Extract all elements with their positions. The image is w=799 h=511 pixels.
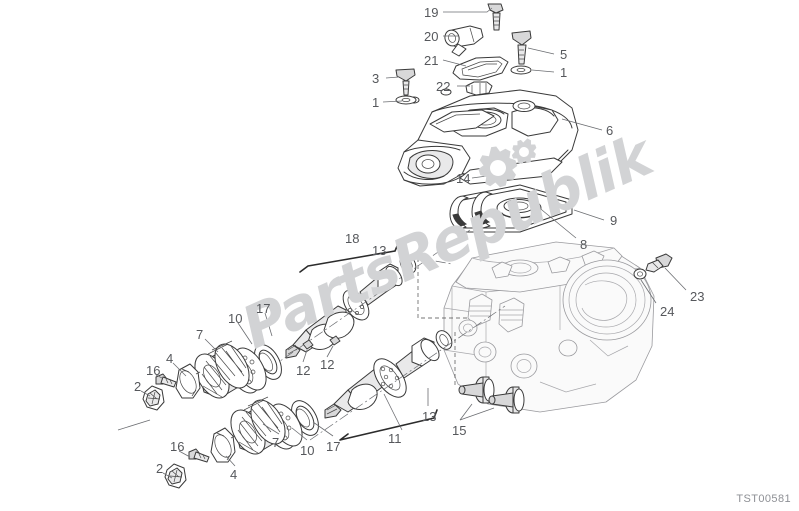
callout-number[interactable]: 13 [422, 409, 437, 424]
cam-retainer-frame-part-9 [449, 184, 573, 233]
callout-number[interactable]: 13 [372, 243, 387, 258]
sensor-part-23 [645, 253, 673, 273]
camshaft-lower-part-11 [309, 305, 506, 441]
callout-number[interactable]: 17 [326, 439, 341, 454]
diagram-id-code: TST00581 [736, 493, 791, 505]
sensor-part-20 [444, 25, 484, 57]
callout-number[interactable]: 24 [660, 304, 675, 319]
callout-number[interactable]: 8 [580, 237, 588, 252]
cylinder-head-body [443, 241, 655, 413]
nut-part-2-lower [164, 463, 187, 489]
callout-number[interactable]: 1 [372, 95, 380, 110]
callout-number[interactable]: 6 [606, 123, 614, 138]
bolt-part-19 [487, 3, 504, 31]
callout-number[interactable]: 17 [256, 301, 271, 316]
flange-part-4-lower [210, 427, 236, 463]
callout-number[interactable]: 20 [424, 29, 439, 44]
callout-number[interactable]: 10 [228, 311, 243, 326]
callout-number[interactable]: 1 [560, 65, 568, 80]
timing-pulley-part-7-lower [230, 396, 286, 455]
callout-number[interactable]: 9 [610, 213, 618, 228]
dowel-pin-part-12-b [329, 335, 341, 346]
callout-number[interactable]: 10 [300, 443, 315, 458]
oring-part-24 [633, 268, 647, 280]
callout-number[interactable]: 21 [424, 53, 439, 68]
gasket-part-21 [452, 56, 509, 81]
nut-part-2-upper [142, 385, 165, 411]
callout-number[interactable]: 5 [560, 47, 568, 62]
callout-leader-lines [117, 7, 687, 479]
callout-number[interactable]: 22 [436, 79, 451, 94]
callout-number[interactable]: 16 [146, 363, 161, 378]
callout-number[interactable]: 2 [156, 461, 164, 476]
callout-number[interactable]: 7 [196, 327, 204, 342]
camshaft-upper-part-13 [269, 229, 471, 369]
bolt-part-16-upper [155, 373, 177, 388]
bolt-part-3 [395, 68, 416, 96]
washer-part-1-right [510, 65, 532, 75]
cam-cap-part-15-b [488, 386, 525, 414]
callout-number[interactable]: 15 [452, 423, 467, 438]
callout-number[interactable]: 18 [345, 231, 360, 246]
callout-number[interactable]: 11 [388, 431, 402, 446]
bolt-part-5 [511, 30, 532, 65]
callout-number[interactable]: 12 [320, 357, 335, 372]
callout-number[interactable]: 19 [424, 5, 439, 20]
callout-number[interactable]: 4 [230, 467, 238, 482]
callout-number[interactable]: 7 [272, 435, 280, 450]
clip-part-22 [465, 81, 493, 96]
callout-number[interactable]: 23 [690, 289, 705, 304]
timing-pulley-part-7-upper [194, 340, 250, 399]
callout-number[interactable]: 14 [456, 171, 471, 186]
callout-number[interactable]: 2 [134, 379, 142, 394]
bolt-part-16-lower [188, 448, 210, 463]
valve-cover-part-6 [397, 88, 579, 187]
callout-number[interactable]: 16 [170, 439, 185, 454]
callout-number[interactable]: 4 [166, 351, 174, 366]
cam-cap-part-15-a [458, 376, 495, 404]
callout-number[interactable]: 3 [372, 71, 380, 86]
callout-number[interactable]: 12 [296, 363, 311, 378]
washer-part-1-left [395, 95, 417, 105]
dowel-pin-part-12-a [302, 339, 314, 350]
